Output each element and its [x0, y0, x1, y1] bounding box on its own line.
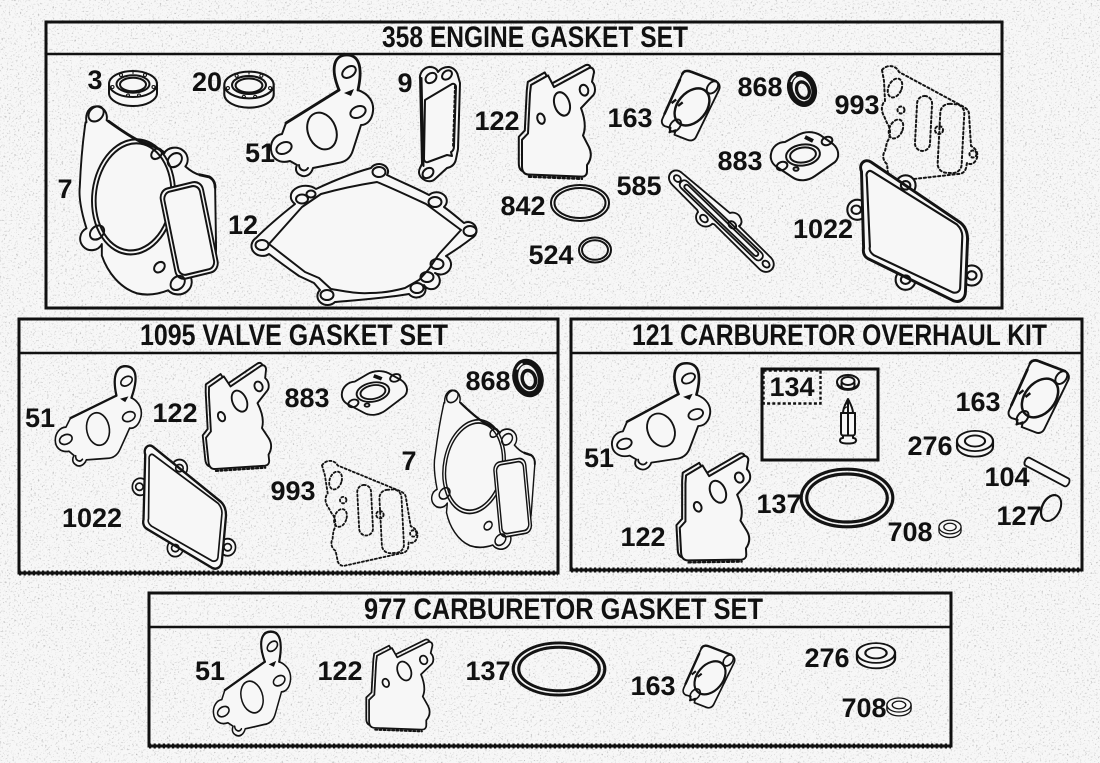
svg-text:868: 868	[737, 72, 782, 102]
svg-text:708: 708	[841, 693, 886, 723]
svg-text:585: 585	[616, 171, 661, 201]
svg-text:122: 122	[152, 398, 197, 428]
svg-text:20: 20	[192, 67, 222, 97]
svg-text:1022: 1022	[793, 214, 853, 244]
svg-text:524: 524	[528, 240, 573, 270]
svg-text:12: 12	[228, 210, 258, 240]
svg-text:842: 842	[500, 191, 545, 221]
svg-text:163: 163	[607, 103, 652, 133]
svg-text:7: 7	[401, 446, 416, 476]
svg-text:122: 122	[620, 522, 665, 552]
svg-text:51: 51	[584, 443, 614, 473]
svg-text:993: 993	[270, 476, 315, 506]
svg-text:1022: 1022	[62, 503, 122, 533]
svg-text:7: 7	[57, 174, 72, 204]
svg-text:883: 883	[717, 146, 762, 176]
svg-text:3: 3	[87, 65, 102, 95]
svg-text:51: 51	[245, 138, 275, 168]
svg-text:1095 VALVE GASKET SET: 1095 VALVE GASKET SET	[140, 319, 448, 352]
svg-text:977 CARBURETOR GASKET SET: 977 CARBURETOR GASKET SET	[364, 593, 763, 626]
svg-text:122: 122	[317, 656, 362, 686]
svg-text:127: 127	[996, 501, 1041, 531]
svg-text:9: 9	[397, 68, 412, 98]
svg-text:51: 51	[195, 656, 225, 686]
svg-text:121 CARBURETOR OVERHAUL KIT: 121 CARBURETOR OVERHAUL KIT	[632, 319, 1047, 352]
svg-text:137: 137	[465, 656, 510, 686]
svg-text:163: 163	[955, 387, 1000, 417]
svg-text:137: 137	[756, 489, 801, 519]
svg-text:276: 276	[804, 643, 849, 673]
svg-text:276: 276	[907, 431, 952, 461]
svg-text:358 ENGINE GASKET SET: 358 ENGINE GASKET SET	[382, 21, 688, 54]
svg-text:104: 104	[984, 462, 1029, 492]
svg-text:883: 883	[284, 383, 329, 413]
svg-text:122: 122	[474, 106, 519, 136]
svg-text:134: 134	[769, 372, 814, 402]
svg-text:708: 708	[887, 517, 932, 547]
svg-text:51: 51	[25, 403, 55, 433]
svg-text:163: 163	[630, 671, 675, 701]
svg-text:993: 993	[834, 90, 879, 120]
svg-text:868: 868	[465, 366, 510, 396]
